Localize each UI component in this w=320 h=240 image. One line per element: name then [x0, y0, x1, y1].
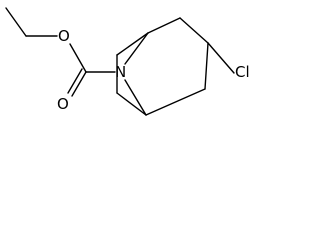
bonds: [5, 7, 235, 116]
bond-c3-c4: [204, 42, 209, 90]
bond-bridgehead-top-c2: [147, 17, 181, 34]
atom-label-nitrogen: N: [115, 63, 126, 81]
bond-o-ester-carbonyl-c: [69, 43, 87, 73]
chemical-structure: O O N Cl: [5, 7, 250, 116]
bond-c4-bridgehead-bottom: [145, 88, 206, 116]
bond-c2-c3: [179, 17, 209, 44]
bond-carbonyl-double-2: [67, 68, 83, 94]
bond-ch3-ch2: [5, 7, 27, 37]
atom-labels: O O N Cl: [57, 27, 250, 113]
bond-n-bridgehead-top: [124, 32, 149, 65]
bond-bridgehead-top-c6: [116, 32, 149, 56]
atom-label-oxygen-carbonyl: O: [57, 95, 69, 113]
bond-c7-bridgehead-bottom: [116, 92, 147, 116]
bond-carbonyl-double-1: [71, 71, 87, 97]
bond-c3-cl: [207, 42, 235, 74]
atom-label-oxygen-ester: O: [58, 27, 70, 45]
bond-n-bridgehead-bottom: [124, 79, 147, 116]
atom-label-chlorine: Cl: [235, 63, 250, 81]
